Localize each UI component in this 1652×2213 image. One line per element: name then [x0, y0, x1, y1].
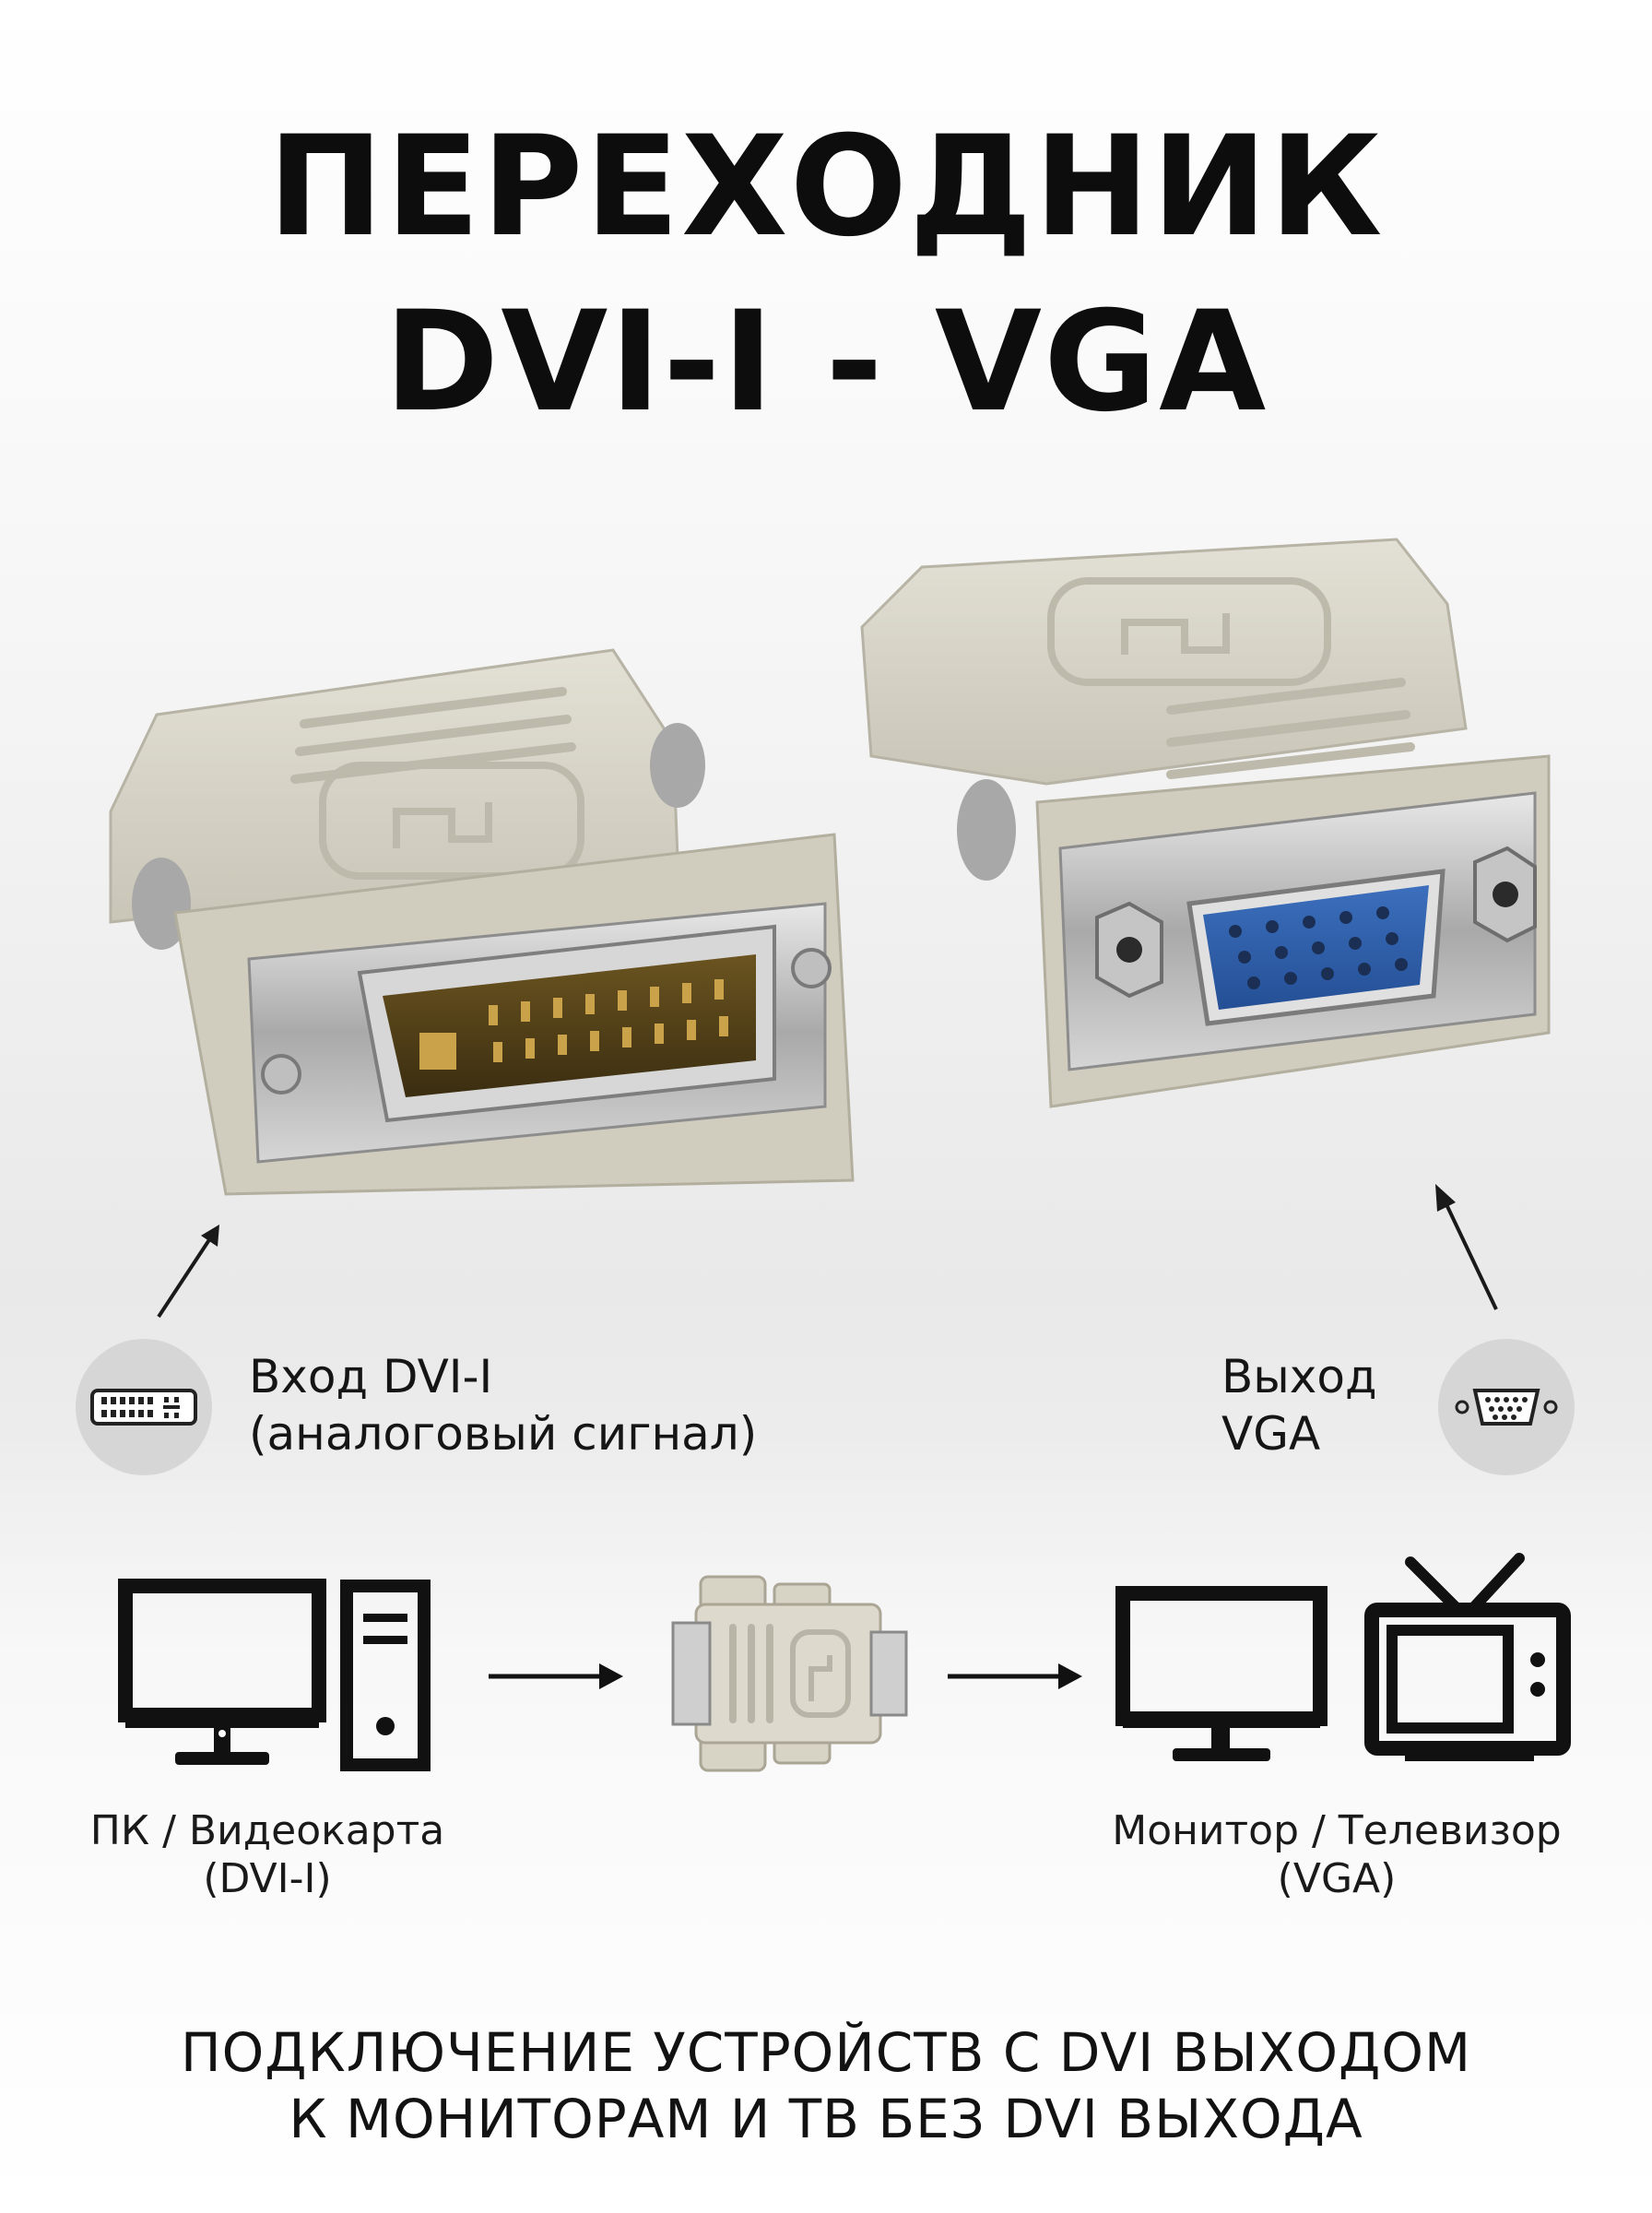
source-label-line2: (DVI-I): [203, 1855, 332, 1902]
tv-icon: [1363, 1551, 1575, 1772]
pc-tower-icon: [339, 1579, 431, 1772]
source-label-line1: ПК / Видеокарта: [89, 1807, 445, 1854]
vga-port-badge: [1438, 1339, 1575, 1475]
page-title: ПЕРЕХОДНИК: [267, 107, 1385, 267]
dvi-adapter-photo: [109, 648, 855, 1196]
usage-caption: ПОДКЛЮЧЕНИЕ УСТРОЙСТВ С DVI ВЫХОДОМ К МО…: [0, 2019, 1652, 2152]
source-device-label: ПК / Видеокарта (DVI-I): [46, 1807, 489, 1903]
target-device-label: Монитор / Телевизор (VGA): [1069, 1807, 1604, 1903]
target-label-line1: Монитор / Телевизор: [1112, 1807, 1562, 1854]
output-pointer-arrow: [1424, 1180, 1507, 1319]
pc-monitor-icon: [118, 1579, 330, 1772]
input-pointer-arrow: [148, 1217, 230, 1328]
usage-caption-line1: ПОДКЛЮЧЕНИЕ УСТРОЙСТВ С DVI ВЫХОДОМ: [180, 2021, 1472, 2084]
output-label-line1: Выход: [1221, 1350, 1377, 1403]
output-label-line2: VGA: [1221, 1407, 1321, 1461]
adapter-thumbnail-icon: [664, 1568, 914, 1780]
flow-arrow-left: [489, 1658, 627, 1695]
input-label-line2: (аналоговый сигнал): [249, 1407, 758, 1461]
target-monitor-icon: [1115, 1586, 1328, 1770]
flow-arrow-right: [948, 1658, 1086, 1695]
dvi-port-badge: [76, 1339, 212, 1475]
vga-port-icon: [1455, 1389, 1558, 1426]
input-label-line1: Вход DVI-I: [249, 1350, 493, 1403]
dvi-port-icon: [90, 1389, 197, 1426]
input-label: Вход DVI-I (аналоговый сигнал): [249, 1348, 757, 1462]
page-subtitle: DVI-I - VGA: [384, 282, 1268, 443]
usage-caption-line2: К МОНИТОРАМ И ТВ БЕЗ DVI ВЫХОДА: [289, 2088, 1363, 2150]
vga-adapter-photo: [860, 538, 1551, 1108]
target-label-line2: (VGA): [1277, 1855, 1397, 1902]
output-label: Выход VGA: [1221, 1348, 1377, 1462]
product-photo: [0, 516, 1652, 1236]
